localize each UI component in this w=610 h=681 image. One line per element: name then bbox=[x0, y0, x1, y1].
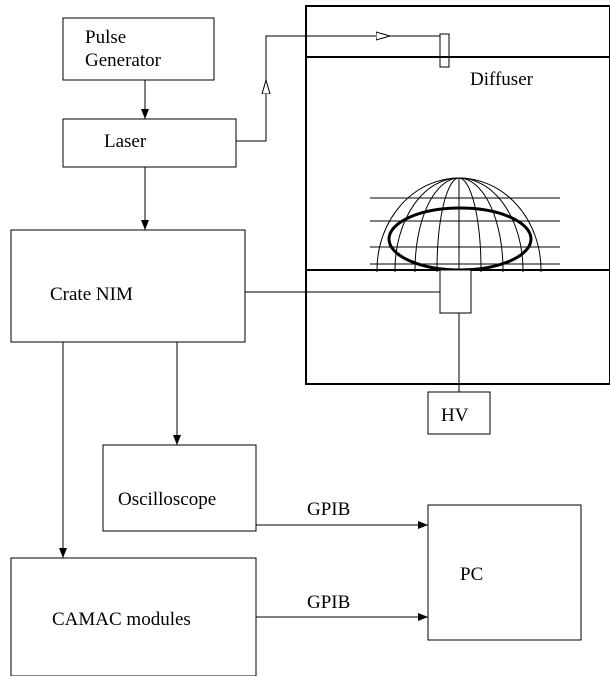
oscilloscope-box bbox=[103, 445, 256, 531]
diffuser-label: Diffuser bbox=[470, 69, 533, 90]
camac-label: CAMAC modules bbox=[52, 609, 191, 630]
laser-box bbox=[63, 119, 236, 167]
pulse-generator-label-line2: Generator bbox=[85, 50, 161, 71]
diffuser-holder bbox=[440, 34, 449, 67]
oscilloscope-label: Oscilloscope bbox=[118, 489, 217, 510]
laser-label: Laser bbox=[104, 131, 147, 152]
pc-box bbox=[428, 505, 581, 640]
gpib-oscilloscope-label: GPIB bbox=[307, 499, 351, 520]
laser-fiber-top bbox=[266, 36, 390, 80]
hv-label: HV bbox=[441, 405, 469, 426]
pulse-generator-box bbox=[63, 18, 214, 80]
dark-box bbox=[306, 6, 610, 384]
crate-nim-label: Crate NIM bbox=[50, 284, 133, 305]
pc-label: PC bbox=[460, 564, 484, 585]
pulse-generator-label-line1: Pulse bbox=[85, 27, 127, 48]
gpib-camac-label: GPIB bbox=[307, 592, 351, 613]
pmt-base bbox=[440, 270, 471, 313]
laser-fiber-vertical bbox=[236, 80, 266, 141]
pmt-photocathode bbox=[389, 208, 531, 270]
crate-nim-box bbox=[11, 230, 245, 342]
